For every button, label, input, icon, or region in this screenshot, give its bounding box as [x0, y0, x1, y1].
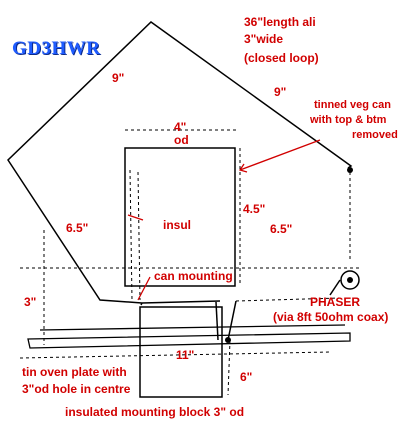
can-desc-line2: with top & btm: [310, 114, 387, 126]
block-height-dim: [227, 339, 231, 396]
diagram-title: GD3HWR: [12, 38, 101, 59]
plate-width-label: 11": [176, 348, 195, 362]
dimension-lines: [19, 129, 360, 396]
tin-oven-plate: [27, 332, 351, 349]
loop-left-tail: [140, 302, 143, 306]
plate-desc-line2: 3"od hole in centre: [22, 382, 131, 396]
top-left-side-label: 9": [112, 71, 125, 85]
phaser-label: PHASER: [310, 295, 361, 309]
can-desc-line3: removed: [352, 129, 398, 141]
phaser-lead: [329, 279, 341, 296]
can-desc-line1: tinned veg can: [314, 99, 392, 111]
phaser-feed: [235, 297, 341, 302]
plate-desc-line1: tin oven plate with: [22, 365, 127, 379]
mount-pointer: [137, 276, 151, 301]
insul-pointer: [127, 214, 144, 221]
mounting-block: [139, 306, 223, 398]
block-height-label: 6": [240, 370, 253, 384]
can-width-label: 4": [174, 120, 187, 134]
insul-label: insul: [163, 218, 192, 232]
left-side-label: 6.5": [66, 221, 89, 235]
left-gap-label: 3": [24, 295, 37, 309]
can-pointer-line: [239, 139, 321, 171]
loop-length-label: 36"length ali: [244, 15, 316, 29]
pointers: [127, 139, 321, 301]
right-side-label: 6.5": [270, 222, 293, 236]
phaser-coax-label: (via 8ft 50ohm coax): [273, 310, 389, 324]
loop-right-tail: [215, 301, 219, 341]
loop-outline: [7, 21, 353, 341]
can-pointer-arrow: [238, 163, 248, 173]
block-desc-label: insulated mounting block 3" od: [65, 405, 245, 419]
phaser: [225, 167, 360, 343]
plate-dim: [19, 351, 331, 359]
can: [124, 147, 236, 287]
plate-top-edge: [39, 324, 346, 331]
top-right-side-label: 9": [274, 85, 287, 99]
can-mounting-label: can mounting: [154, 269, 233, 283]
loop-terminal-top: [347, 167, 353, 173]
insul-strip: [129, 169, 133, 301]
can-height-label: 4.5": [243, 202, 266, 216]
can-od-label: od: [174, 133, 189, 147]
insul-strip-2: [137, 171, 141, 301]
loop-width-label: 3"wide: [244, 32, 284, 46]
plate-connector: [227, 300, 237, 341]
phaser-terminal: [347, 277, 353, 283]
loop-type-label: (closed loop): [244, 51, 319, 65]
oven-plate: [27, 324, 351, 349]
veg-can: [124, 147, 236, 287]
phaser-coil: [340, 270, 360, 290]
insulated-block: [139, 306, 223, 398]
